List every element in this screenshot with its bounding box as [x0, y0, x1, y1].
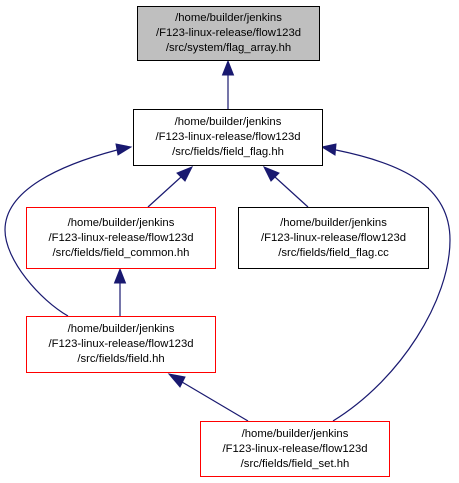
node-label-line: /home/builder/jenkins	[67, 323, 175, 335]
edge-arrowhead	[113, 267, 127, 284]
edge-arrowhead	[176, 166, 194, 182]
edge-arrowhead	[115, 143, 133, 156]
node-label-line: /home/builder/jenkins	[241, 427, 349, 440]
edge-field-set-to-field-flag	[332, 149, 451, 422]
node-field-set[interactable]: /home/builder/jenkins /F123-linux-releas…	[200, 421, 390, 477]
edge-arrowhead	[221, 59, 235, 76]
node-label-line: /home/builder/jenkins	[174, 116, 282, 128]
node-field-common[interactable]: /home/builder/jenkins /F123-linux-releas…	[26, 207, 216, 269]
edge-field-flag-cc-to-field-flag	[274, 176, 309, 208]
node-field-flag-hh[interactable]: /home/builder/jenkins /F123-linux-releas…	[133, 109, 323, 166]
node-label-line: /F123-linux-release/flow123d	[48, 338, 194, 350]
node-label-line: /F123-linux-release/flow123d	[222, 442, 368, 455]
node-label-line: /src/fields/field_flag.cc	[278, 246, 389, 259]
node-label-line: /home/builder/jenkins	[280, 216, 387, 229]
node-label-line: /src/system/flag_array.hh	[165, 42, 292, 54]
node-label-line: /src/fields/field.hh	[77, 353, 165, 365]
node-label-line: /src/fields/field_common.hh	[52, 246, 190, 259]
edge-arrowhead	[320, 143, 337, 156]
node-label-line: /src/fields/field_flag.hh	[172, 146, 284, 158]
edge-arrowhead	[262, 166, 280, 182]
node-label-line: /F123-linux-release/flow123d	[155, 27, 302, 39]
edge-field-common-to-field-flag	[147, 176, 182, 208]
node-label-line: /home/builder/jenkins	[67, 216, 175, 229]
node-label-line: /F123-linux-release/flow123d	[260, 231, 407, 244]
node-field-flag-cc[interactable]: /home/builder/jenkins /F123-linux-releas…	[238, 207, 429, 269]
node-label-line: /F123-linux-release/flow123d	[155, 131, 301, 143]
edge-arrowhead	[167, 373, 186, 388]
edge-field-set-to-field	[181, 381, 249, 422]
edge-field-to-field-flag	[4, 149, 118, 317]
node-field-hh[interactable]: /home/builder/jenkins /F123-linux-releas…	[26, 316, 216, 373]
node-label-line: /src/fields/field_set.hh	[240, 457, 350, 470]
node-flag-array[interactable]: /home/builder/jenkins /F123-linux-releas…	[137, 6, 320, 61]
node-label-line: /home/builder/jenkins	[175, 12, 282, 24]
node-label-line: /F123-linux-release/flow123d	[48, 231, 194, 244]
